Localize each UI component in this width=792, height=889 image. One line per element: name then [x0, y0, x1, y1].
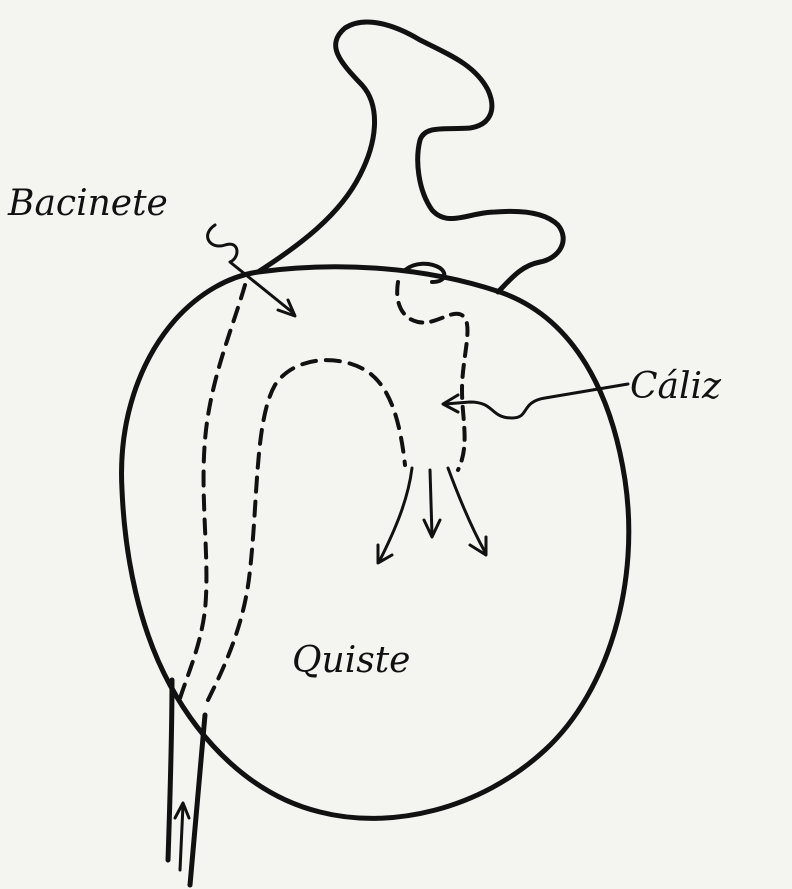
- cyst-outline: [122, 267, 629, 819]
- label-bacinete: Bacinete: [7, 183, 168, 224]
- calyx-dashed-neck: [397, 282, 467, 470]
- flow-arrow-left: [380, 468, 412, 560]
- pelvis-dashed-wall-outer: [178, 285, 245, 705]
- renal-pelvis-outline: [258, 22, 563, 292]
- caliz-leader-line: [445, 384, 628, 418]
- flow-arrow-center: [430, 470, 432, 535]
- ureter-left-wall: [168, 680, 172, 860]
- ureter-right-wall: [190, 715, 205, 885]
- ureter-flow-arrow: [180, 805, 183, 870]
- label-quiste: Quiste: [292, 640, 410, 681]
- label-caliz: Cáliz: [630, 366, 722, 407]
- flow-arrow-right: [448, 468, 485, 552]
